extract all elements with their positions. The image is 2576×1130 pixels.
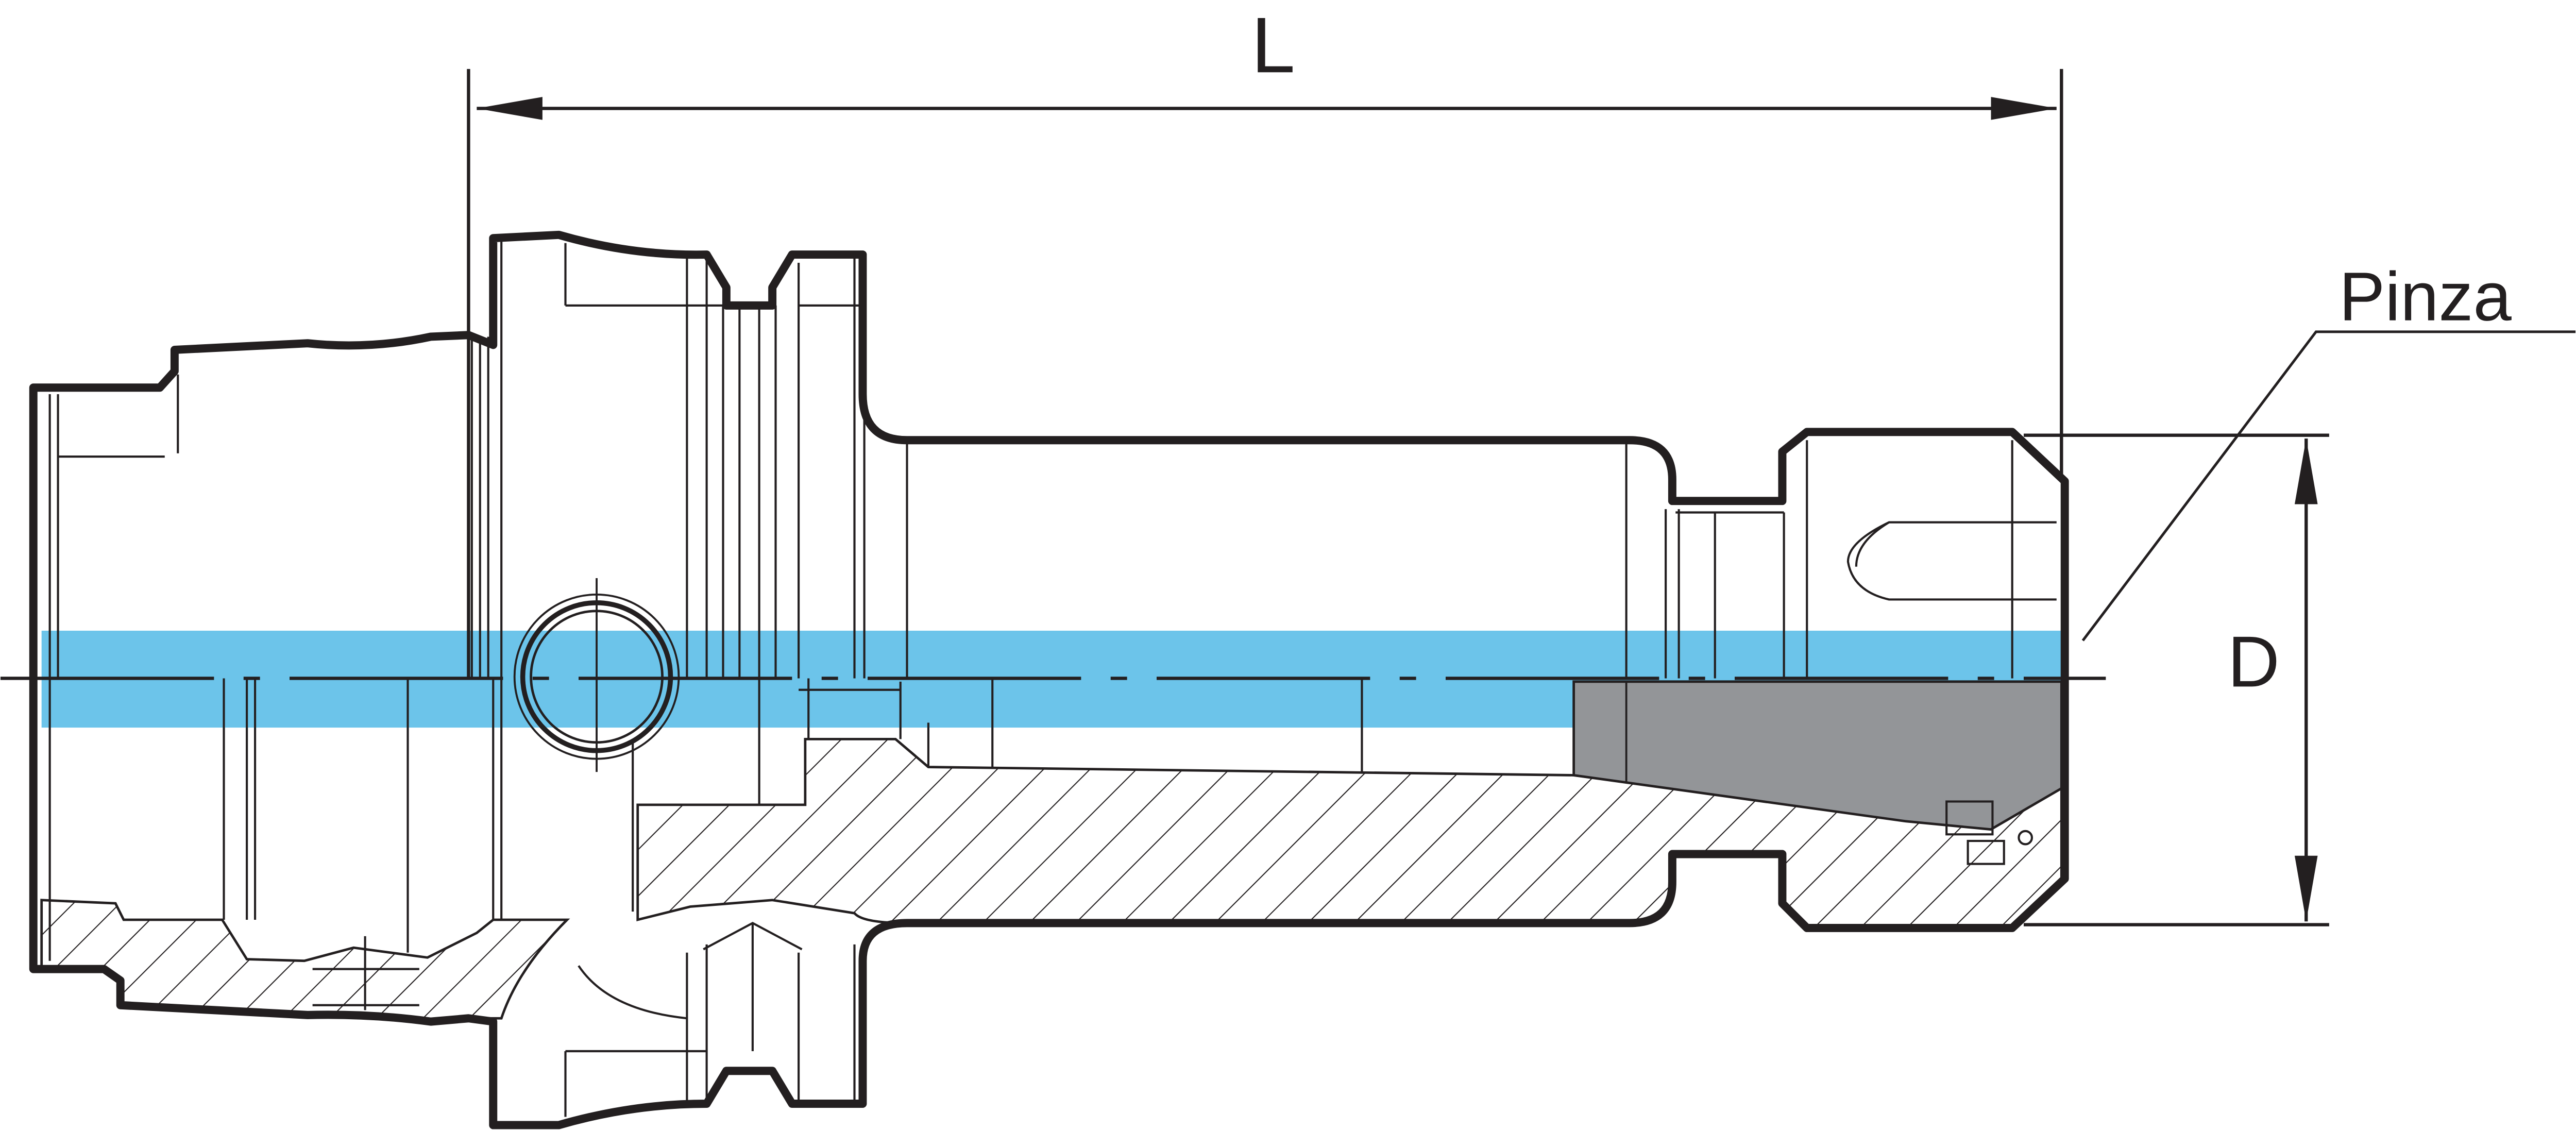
interior-lines <box>48 238 2057 1117</box>
dimension-diameter-label: D <box>2228 621 2280 702</box>
collet-leader <box>2081 330 2575 642</box>
dimension-diameter <box>2024 433 2329 926</box>
dimension-length <box>467 69 2063 679</box>
collet-label: Pinza <box>2339 259 2512 335</box>
dimension-length-label: L <box>1251 1 1295 89</box>
holder-outline <box>29 230 2069 1129</box>
